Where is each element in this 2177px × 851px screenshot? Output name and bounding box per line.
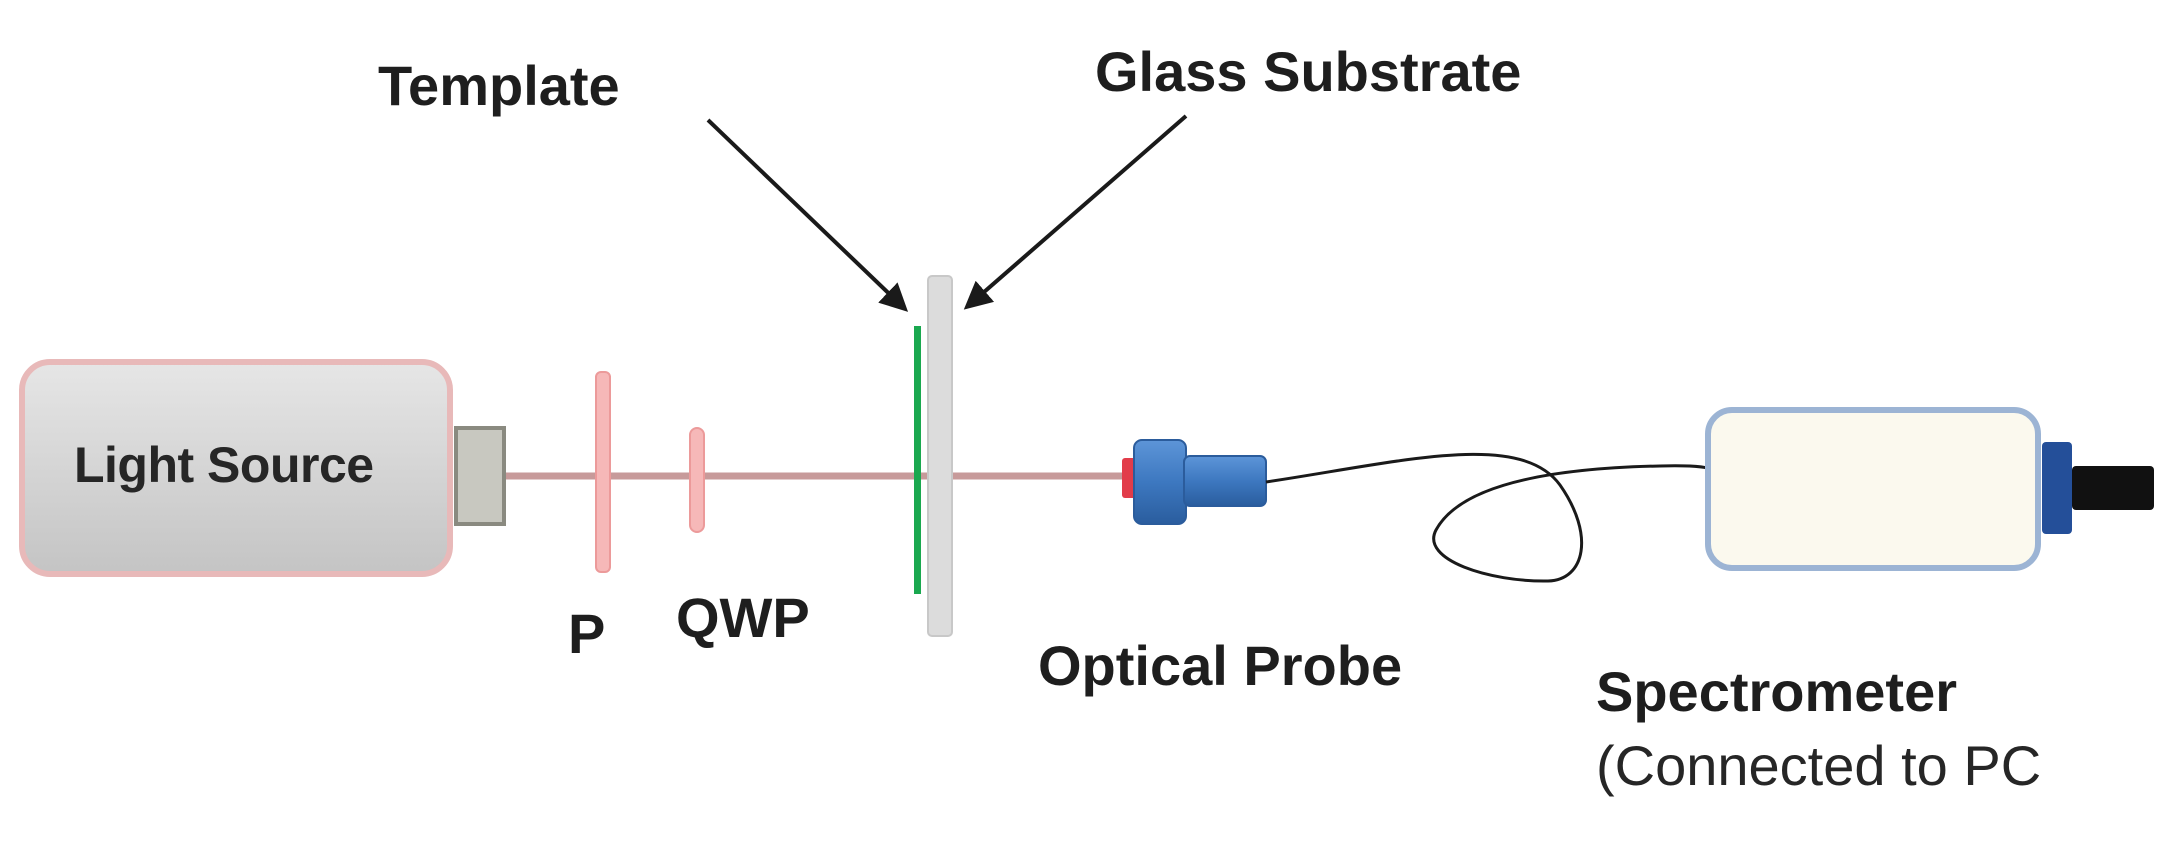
spectrometer-box bbox=[1705, 407, 2041, 571]
glass-substrate bbox=[927, 275, 953, 637]
glass-substrate-arrow bbox=[963, 114, 1188, 310]
optical-probe-label: Optical Probe bbox=[1038, 634, 1403, 697]
polarizer-label: P bbox=[568, 602, 606, 665]
cable-end bbox=[2072, 466, 2154, 510]
quarter-wave-plate bbox=[689, 427, 705, 533]
light-source-box bbox=[19, 359, 453, 577]
polarizer-plate bbox=[595, 371, 611, 573]
probe-neck bbox=[1183, 455, 1267, 507]
glass-substrate-label: Glass Substrate bbox=[1095, 40, 1522, 103]
spectrometer-connector bbox=[2042, 442, 2072, 534]
light-source-nozzle bbox=[454, 426, 506, 526]
spectrometer-label: Spectrometer bbox=[1596, 660, 1958, 723]
probe-body bbox=[1133, 439, 1187, 525]
quarter-wave-plate-label: QWP bbox=[676, 586, 810, 649]
template-film bbox=[914, 326, 921, 594]
template-label: Template bbox=[378, 54, 620, 117]
template-arrow bbox=[706, 118, 909, 312]
probe-tip bbox=[1122, 458, 1136, 498]
light-source-label: Light Source bbox=[74, 437, 374, 493]
spectrometer-note-label: (Connected to PC bbox=[1596, 734, 2042, 797]
fiber-cable bbox=[1265, 452, 1714, 583]
